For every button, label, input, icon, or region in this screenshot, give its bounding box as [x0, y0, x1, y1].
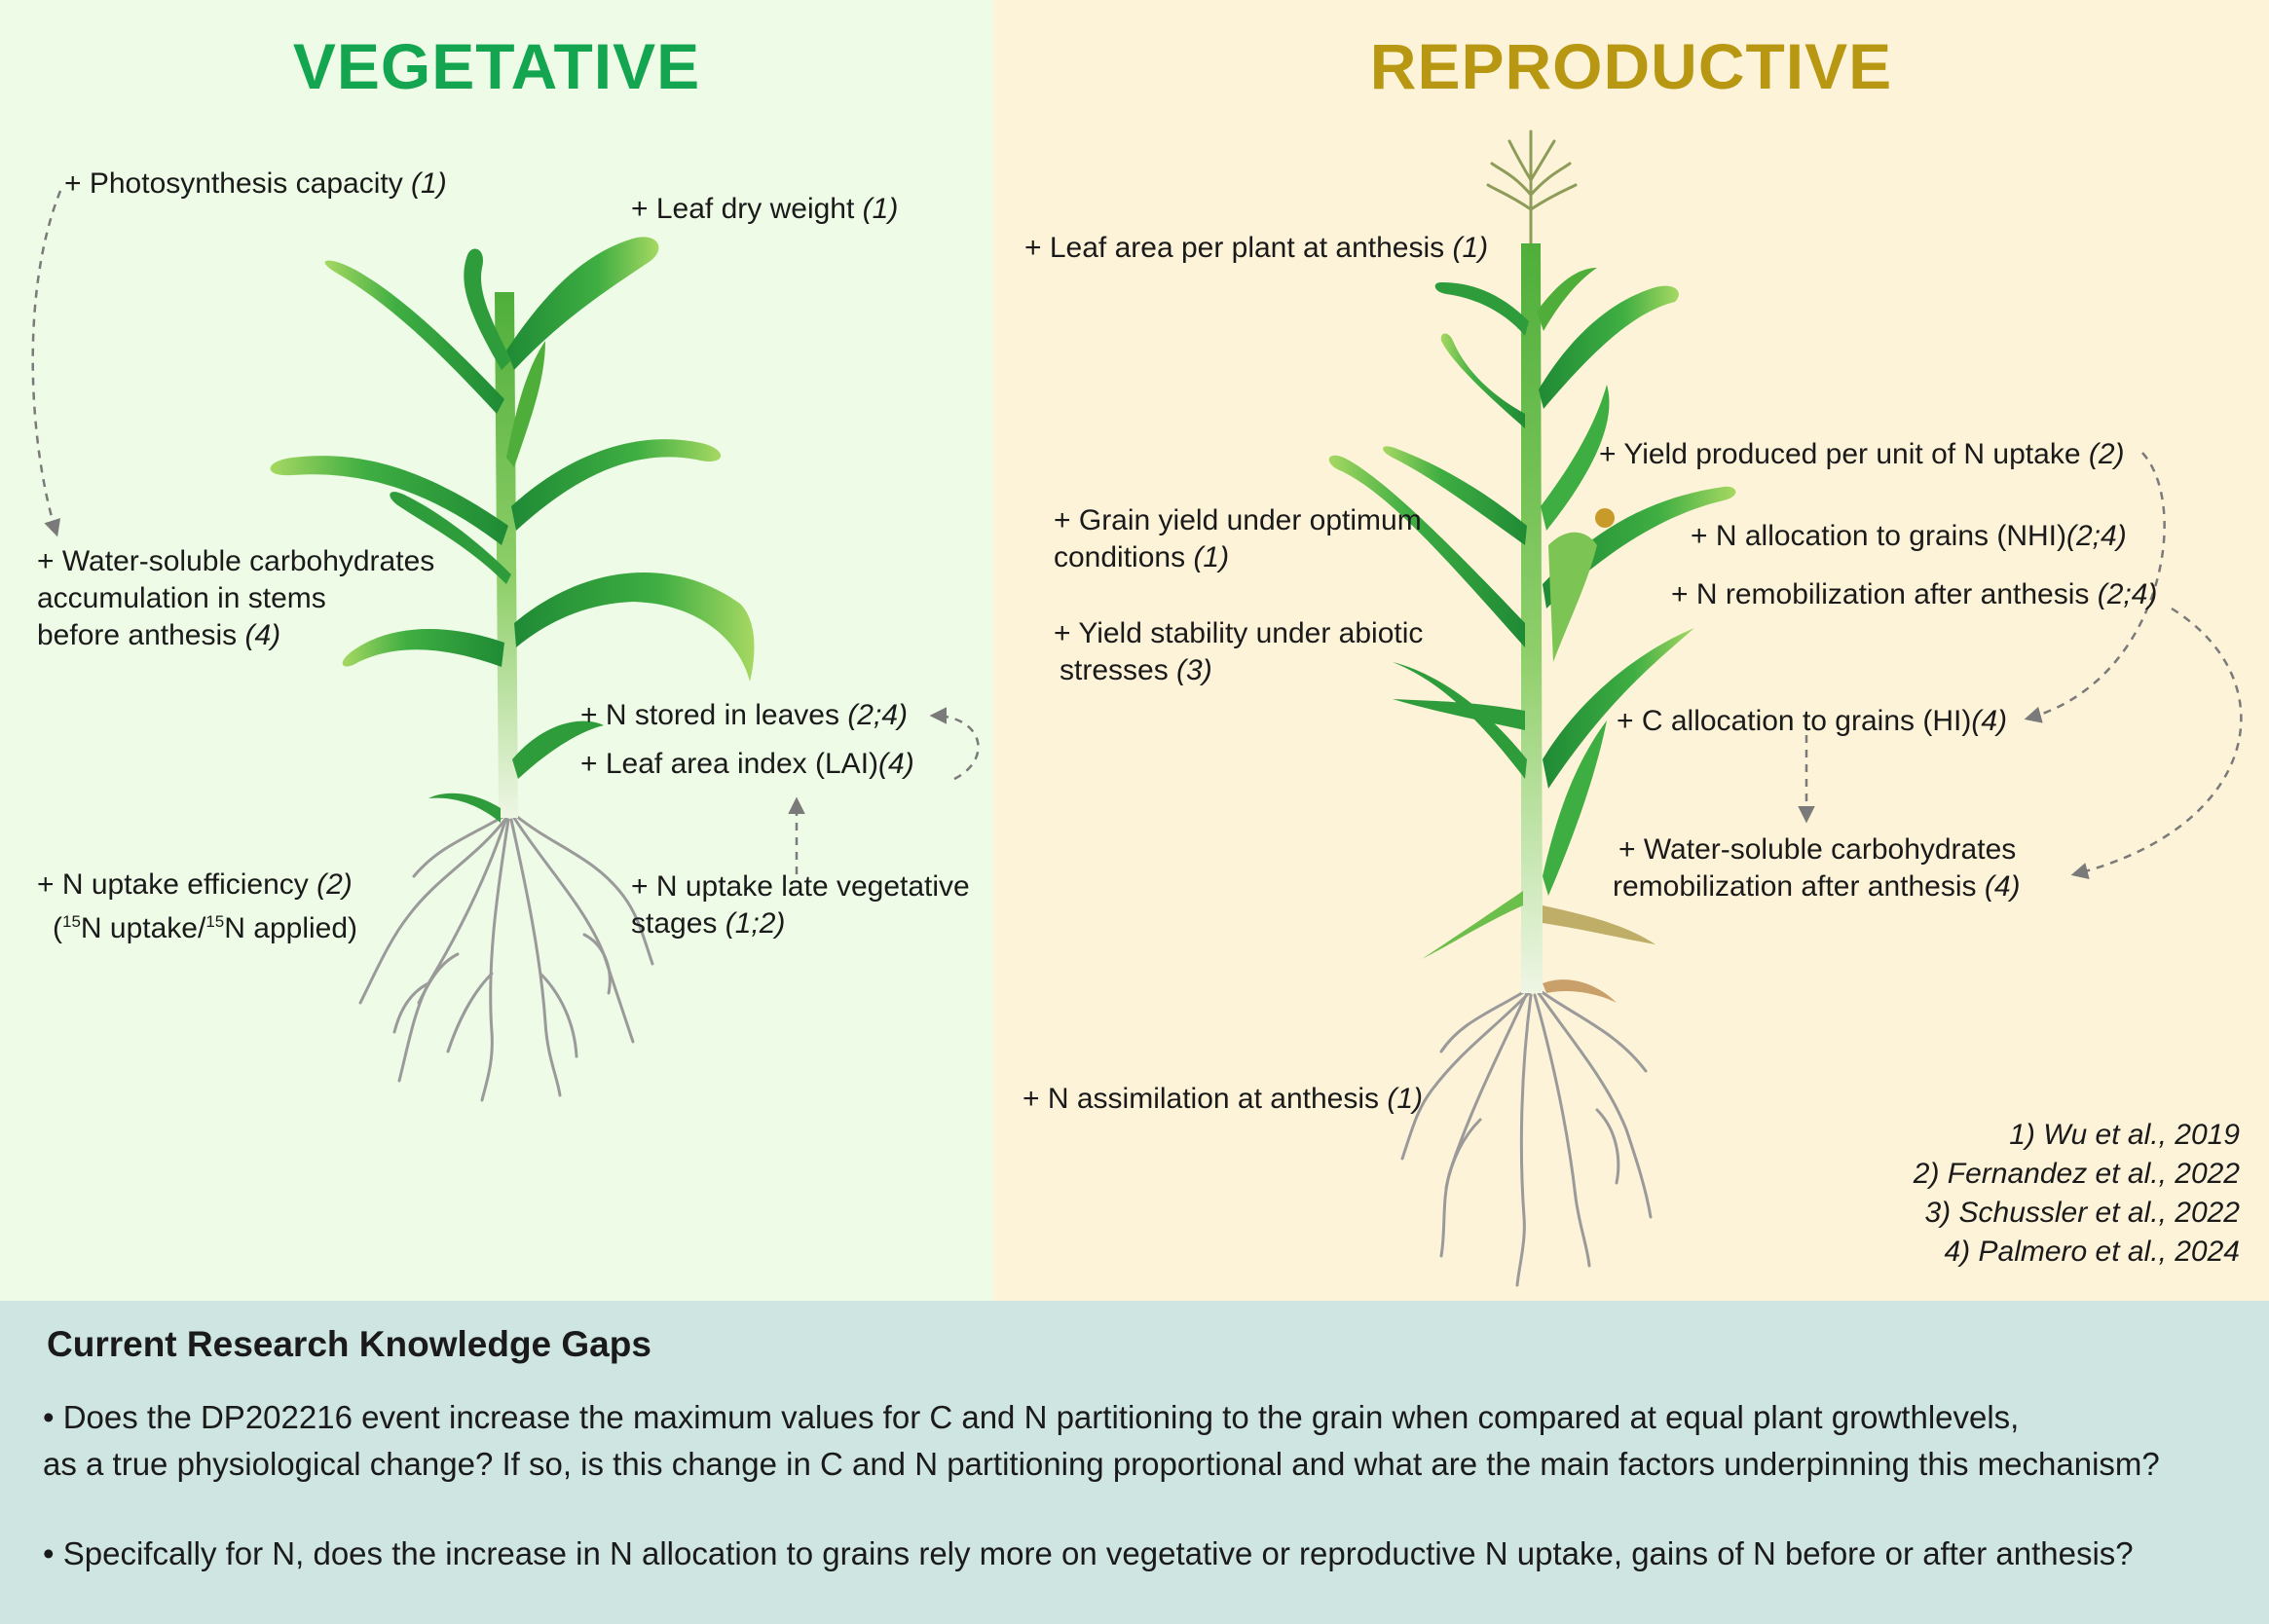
- gap-item-1: • Does the DP202216 event increase the m…: [43, 1399, 2160, 1482]
- label-n-remobilization: + N remobilization after anthesis (2;4): [1671, 578, 2158, 610]
- label-n-uptake-efficiency: + N uptake efficiency (2) (15N uptake/15…: [37, 868, 358, 944]
- label-leaf-area-index: + Leaf area index (LAI)(4): [580, 748, 914, 780]
- dashed-arrows: [31, 190, 2243, 880]
- vegetative-roots: [358, 814, 654, 1102]
- label-wsc-remobilization: + Water-soluble carbohydrates remobiliza…: [1613, 833, 2021, 903]
- label-leaf-dry-weight: + Leaf dry weight (1): [631, 193, 899, 225]
- arrow-remobilization-to-wsc: [2070, 607, 2243, 880]
- label-n-stored-in-leaves: + N stored in leaves (2;4): [580, 699, 908, 731]
- arrow-yield-to-hi: [2024, 452, 2166, 723]
- label-n-assimilation: + N assimilation at anthesis (1): [1023, 1083, 1424, 1115]
- vegetative-plant: [270, 237, 755, 823]
- arrow-lai-to-n-stored: [929, 707, 980, 781]
- vegetative-title: VEGETATIVE: [292, 30, 701, 102]
- label-n-allocation-nhi: + N allocation to grains (NHI)(2;4): [1691, 520, 2127, 552]
- gap-item-2: • Specifcally for N, does the increase i…: [43, 1535, 2134, 1571]
- reproductive-panel: [993, 0, 2269, 1301]
- label-c-allocation-hi: + C allocation to grains (HI)(4): [1617, 705, 2007, 737]
- reference-item: 4) Palmero et al., 2024: [1944, 1236, 2240, 1268]
- label-grain-yield-optimum: + Grain yield under optimum conditions (…: [1054, 504, 1422, 573]
- label-wsc-accumulation: + Water-soluble carbohydrates accumulati…: [37, 545, 435, 651]
- arrow-photosynthesis-to-wsc: [31, 190, 62, 537]
- label-photosynthesis-capacity: + Photosynthesis capacity (1): [64, 167, 447, 200]
- knowledge-gaps-title: Current Research Knowledge Gaps: [47, 1324, 651, 1364]
- label-leaf-area-at-anthesis: + Leaf area per plant at anthesis (1): [1024, 232, 1489, 264]
- reproductive-plant: [1328, 129, 1736, 1003]
- label-yield-stability: + Yield stability under abiotic stresses…: [1054, 617, 1424, 686]
- reproductive-title: REPRODUCTIVE: [1369, 30, 1893, 102]
- label-n-uptake-late-vegetative: + N uptake late vegetative stages (1;2): [631, 870, 970, 940]
- reproductive-roots: [1400, 989, 1653, 1287]
- knowledge-gaps-panel: [0, 1301, 2269, 1624]
- illustration-layer: [31, 129, 2243, 1287]
- reference-item: 2) Fernandez et al., 2022: [1913, 1158, 2240, 1190]
- references-list: 1) Wu et al., 2019 2) Fernandez et al., …: [1914, 1116, 2240, 1272]
- reference-item: 3) Schussler et al., 2022: [1924, 1197, 2240, 1229]
- reference-item: 1) Wu et al., 2019: [2009, 1119, 2240, 1151]
- label-yield-per-n-uptake: + Yield produced per unit of N uptake (2…: [1599, 438, 2125, 470]
